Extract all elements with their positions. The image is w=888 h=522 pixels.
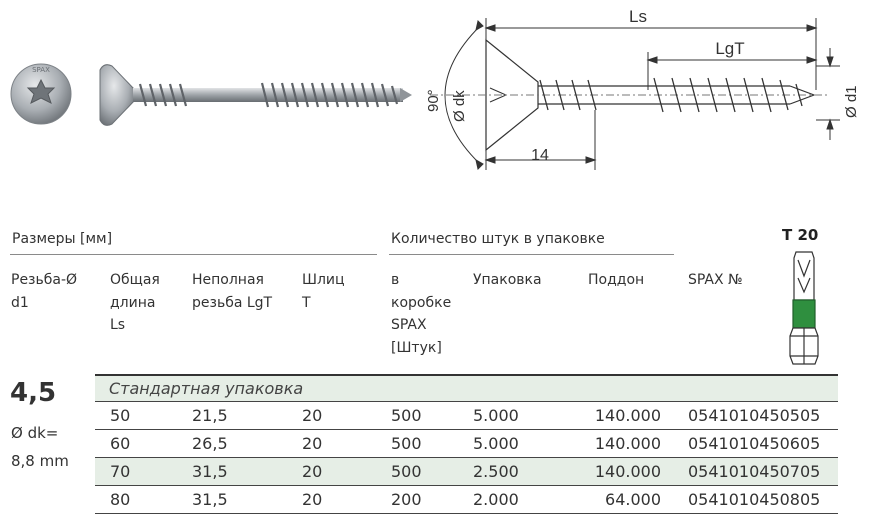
cell-lgt: 31,5 <box>192 462 228 481</box>
cell-slot: 20 <box>302 406 323 425</box>
cell-spax: 0541010450805 <box>688 490 821 509</box>
head-logo: SPAX <box>32 66 50 74</box>
cell-spax: 0541010450605 <box>688 434 821 453</box>
label-dk: Ø dk <box>451 90 468 122</box>
section-label-row: Стандартная упаковка <box>95 374 838 402</box>
group-quantity-header: Количество штук в упаковке <box>391 231 605 247</box>
cell-spax: 0541010450705 <box>688 462 821 481</box>
screw-side-view-icon <box>99 64 412 126</box>
dk-label: Ø dk= <box>11 424 59 442</box>
label-lgt: LgT <box>715 39 744 58</box>
cell-lgt: 26,5 <box>192 434 228 453</box>
label-14: 14 <box>531 147 549 164</box>
cell-lgt: 31,5 <box>192 490 228 509</box>
group-sizes-header: Размеры [мм] <box>12 231 113 247</box>
col-spax-header: SPAX № <box>688 272 743 288</box>
cell-slot: 20 <box>302 490 323 509</box>
cell-slot: 20 <box>302 462 323 481</box>
label-angle: 90° <box>425 89 442 112</box>
cell-pallet: 140.000 <box>594 406 661 425</box>
cell-pallet: 140.000 <box>594 462 661 481</box>
technical-drawing: Ls LgT 14 90° Ø dk Ø d1 <box>425 7 860 170</box>
col-pallet-header: Поддон <box>588 272 645 288</box>
cell-box: 200 <box>391 490 422 509</box>
bit-label: T 20 <box>782 226 819 244</box>
cell-box: 500 <box>391 462 422 481</box>
table-row: 50 21,5 20 500 5.000 140.000 05410104505… <box>95 402 838 430</box>
screw-head-top-view-icon: SPAX <box>10 63 72 125</box>
table-row: 60 26,5 20 500 5.000 140.000 05410104506… <box>95 430 838 458</box>
col-pack-header: Упаковка <box>473 272 542 288</box>
table-row: 80 31,5 20 200 2.000 64.000 054101045080… <box>95 486 838 514</box>
group-quantity-rule <box>389 254 674 255</box>
cell-pack: 5.000 <box>473 406 519 425</box>
cell-pallet: 140.000 <box>594 434 661 453</box>
cell-ls: 50 <box>110 406 131 425</box>
cell-spax: 0541010450505 <box>688 406 821 425</box>
section-label: Стандартная упаковка <box>109 379 304 398</box>
group-sizes-rule <box>10 254 377 255</box>
label-d1: Ø d1 <box>843 85 860 118</box>
label-ls: Ls <box>629 7 647 26</box>
cell-ls: 60 <box>110 434 131 453</box>
cell-box: 500 <box>391 406 422 425</box>
cell-pallet: 64.000 <box>605 490 661 509</box>
screw-photo: SPAX <box>10 63 412 126</box>
table-row: 70 31,5 20 500 2.500 140.000 05410104507… <box>95 458 838 486</box>
cell-lgt: 21,5 <box>192 406 228 425</box>
cell-ls: 70 <box>110 462 131 481</box>
dk-value: 8,8 mm <box>11 452 69 470</box>
cell-box: 500 <box>391 434 422 453</box>
cell-pack: 2.500 <box>473 462 519 481</box>
torx-bit-icon <box>789 251 819 365</box>
diameter-value: 4,5 <box>10 378 57 408</box>
cell-pack: 2.000 <box>473 490 519 509</box>
cell-pack: 5.000 <box>473 434 519 453</box>
cell-slot: 20 <box>302 434 323 453</box>
cell-ls: 80 <box>110 490 131 509</box>
